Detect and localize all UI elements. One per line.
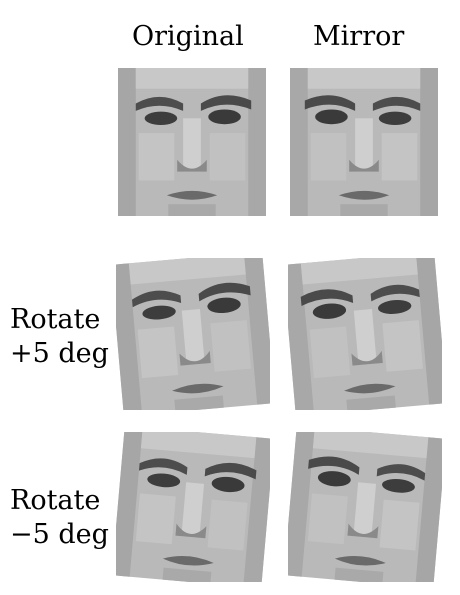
face-mirror-rotate-minus5 [288, 432, 442, 582]
face-image [288, 432, 442, 582]
row-label-rotate-minus5: Rotate −5 deg [10, 484, 109, 552]
face-original-rotate-plus5 [116, 258, 270, 410]
face-image [116, 258, 270, 410]
face-image [118, 68, 266, 216]
face-image [288, 258, 442, 410]
column-label-original: Original [132, 21, 244, 52]
face-image [116, 432, 270, 582]
column-label-mirror: Mirror [313, 21, 405, 52]
row-label-line1: Rotate [10, 485, 101, 516]
row-label-line2: −5 deg [10, 519, 109, 550]
face-original-rotate-minus5 [116, 432, 270, 582]
row-label-rotate-plus5: Rotate +5 deg [10, 303, 109, 371]
row-label-line2: +5 deg [10, 338, 109, 369]
face-mirror-rotate-plus5 [288, 258, 442, 410]
face-original [118, 68, 266, 216]
face-mirror [290, 68, 438, 216]
face-image [290, 68, 438, 216]
row-label-line1: Rotate [10, 304, 101, 335]
